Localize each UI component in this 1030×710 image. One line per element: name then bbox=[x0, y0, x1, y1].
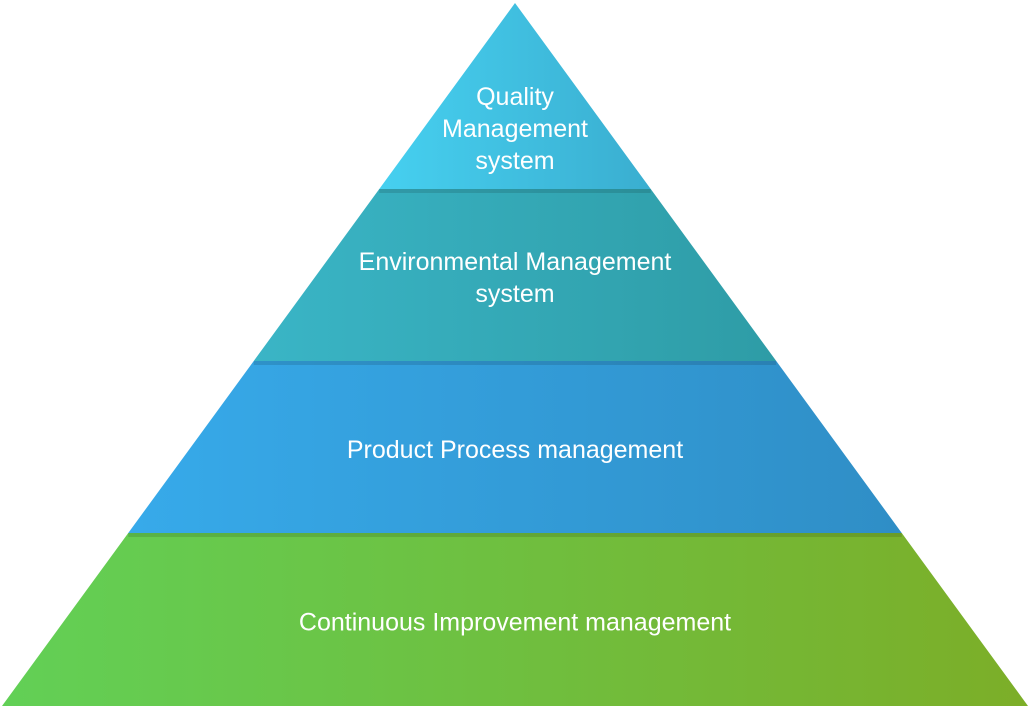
level-continuous-improvement: Continuous Improvement management bbox=[2, 533, 1028, 706]
level-label: Product Process management bbox=[347, 436, 683, 464]
level-product-process: Product Process management bbox=[128, 361, 902, 533]
level-shape bbox=[253, 189, 777, 361]
level-environmental-management: Environmental Management system bbox=[253, 189, 777, 361]
level-label: Management bbox=[442, 115, 588, 143]
level-shape bbox=[379, 3, 651, 189]
level-label: Quality bbox=[476, 83, 554, 111]
level-divider-shadow bbox=[253, 361, 777, 365]
level-label: system bbox=[475, 280, 554, 308]
level-label: Continuous Improvement management bbox=[299, 609, 731, 637]
level-label: Environmental Management bbox=[359, 248, 672, 276]
level-divider-shadow bbox=[379, 189, 651, 193]
level-shape bbox=[2, 533, 1028, 706]
level-divider-shadow bbox=[128, 533, 902, 537]
level-label: system bbox=[475, 147, 554, 175]
level-shape bbox=[128, 361, 902, 533]
